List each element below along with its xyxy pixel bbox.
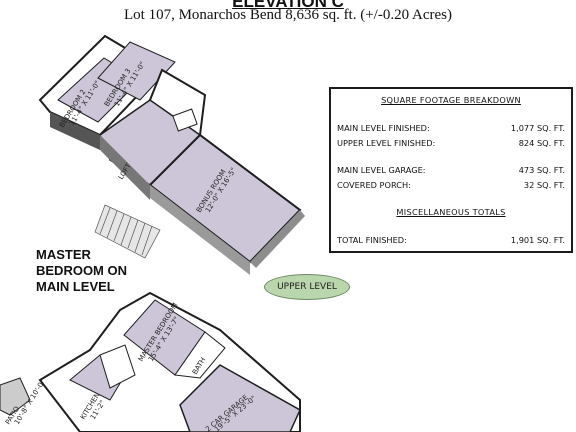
main-level-plan: MASTER BEDROOM 15'-4" X 13'-7" BATH 2 CA… [0, 291, 301, 432]
sqft-row: UPPER LEVEL FINISHED:824 SQ. FT. [337, 138, 565, 148]
sqft-heading: SQUARE FOOTAGE BREAKDOWN [381, 95, 521, 105]
square-footage-table: SQUARE FOOTAGE BREAKDOWN MAIN LEVEL FINI… [329, 87, 573, 253]
upper-level-badge: UPPER LEVEL [264, 274, 350, 300]
upper-level-plan: BEDROOM 2 11'-4" X 11'-0" BEDROOM 3 11'-… [38, 34, 305, 275]
elevation-title: ELEVATION C [232, 0, 344, 11]
misc-heading: MISCELLANEOUS TOTALS [396, 207, 506, 217]
total-row: TOTAL FINISHED:1,901 SQ. FT. [337, 235, 565, 245]
lot-subtitle: Lot 107, Monarchos Bend 8,636 sq. ft. (+… [124, 7, 452, 23]
sqft-row: MAIN LEVEL GARAGE:473 SQ. FT. [337, 165, 565, 175]
sqft-row: MAIN LEVEL FINISHED:1,077 SQ. FT. [337, 123, 565, 133]
master-bedroom-note: MASTER BEDROOM ON MAIN LEVEL [36, 247, 127, 294]
sqft-row: COVERED PORCH:32 SQ. FT. [337, 180, 565, 190]
